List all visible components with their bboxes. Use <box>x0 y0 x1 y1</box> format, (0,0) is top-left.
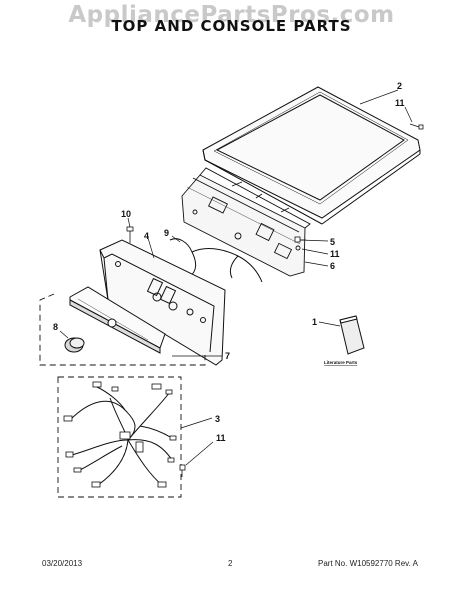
callout-6: 6 <box>330 261 335 271</box>
literature-label: Literature Parts <box>324 360 358 365</box>
leader-line-4 <box>147 237 155 259</box>
console-panel-part <box>99 239 226 366</box>
callout-2: 2 <box>397 81 402 91</box>
leader-line-11-top <box>404 106 413 123</box>
cable-part <box>169 238 263 283</box>
screw-part-10 <box>126 226 134 243</box>
user-interface-part <box>69 286 166 354</box>
footer-part-number: Part No. W10592770 Rev. A <box>318 559 418 568</box>
screw-part-top <box>409 123 424 130</box>
harness-dashed-outline-3 <box>57 376 182 498</box>
leader-line-9 <box>171 235 181 243</box>
knob-part <box>64 337 85 353</box>
harness-connectors <box>63 381 177 488</box>
leader-line-10 <box>127 217 131 228</box>
footer-page-number: 2 <box>228 559 233 568</box>
callout-3: 3 <box>215 414 220 424</box>
assembly-dashed-outline-7 <box>39 293 206 366</box>
screw-part-harness <box>179 464 186 477</box>
watermark: AppliancePartsPros.com <box>68 2 395 28</box>
callout-11-mid: 11 <box>330 249 340 259</box>
literature-part <box>339 315 365 355</box>
leader-line-8 <box>59 330 69 339</box>
leader-line-5 <box>299 239 329 242</box>
callout-8: 8 <box>53 322 58 332</box>
console-bracket-part <box>181 167 311 277</box>
leader-line-1 <box>318 321 341 327</box>
callout-7: 7 <box>225 351 230 361</box>
callout-10: 10 <box>121 209 131 219</box>
callout-5: 5 <box>330 237 335 247</box>
leader-line-6 <box>304 261 329 267</box>
top-panel-part <box>202 86 421 225</box>
callout-11-bottom: 11 <box>216 433 226 443</box>
leader-line-11-bottom <box>185 441 214 466</box>
callout-1: 1 <box>312 317 317 327</box>
footer-date: 03/20/2013 <box>42 559 83 568</box>
callout-11-top: 11 <box>395 98 405 108</box>
callout-9: 9 <box>164 228 169 238</box>
page-title: TOP AND CONSOLE PARTS <box>111 17 352 35</box>
leader-line-3 <box>180 417 213 429</box>
callout-4: 4 <box>144 231 149 241</box>
leader-line-11-mid <box>301 248 329 255</box>
leader-line-2 <box>359 89 399 105</box>
